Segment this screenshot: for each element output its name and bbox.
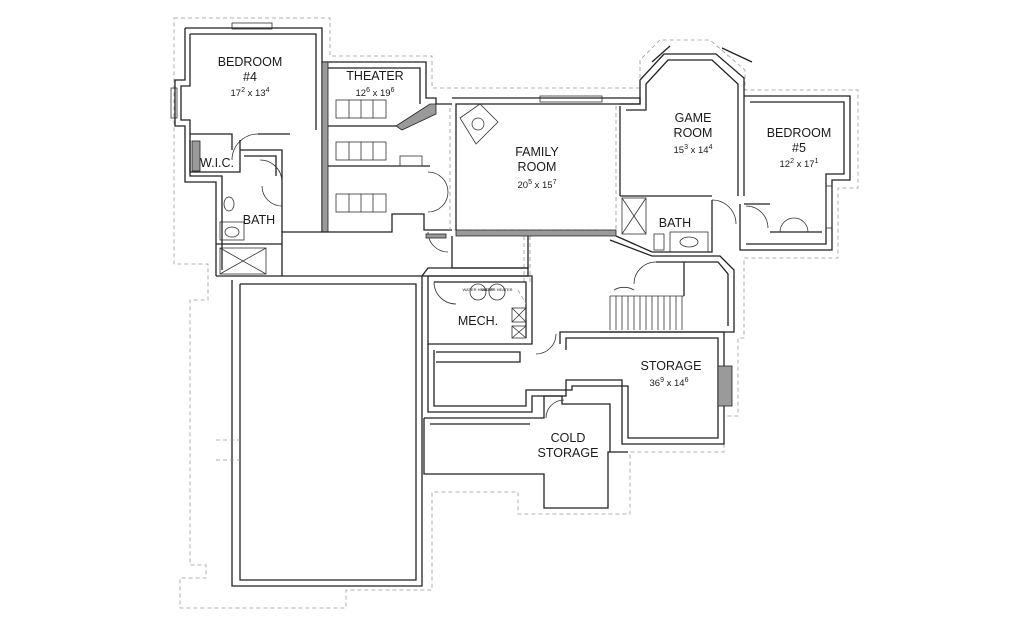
theater-seats-row-3: [335, 193, 387, 213]
vanity-left: [219, 221, 245, 241]
svg-text:WATER HEATER: WATER HEATER: [481, 287, 512, 292]
label-bedroom4: BEDROOM #4 172 x 134: [218, 55, 283, 99]
sink-left: [224, 226, 240, 238]
wic-wall-dark: [191, 140, 201, 172]
shower-right: [621, 197, 647, 235]
bath-right-walls: [615, 200, 713, 253]
bedroom4-west-wall-inner: [180, 34, 223, 270]
family-room-dim: 205 x 157: [518, 179, 557, 191]
game-bay-window-a: [651, 45, 671, 63]
bedroom4-dim: 172 x 134: [231, 87, 270, 99]
bedroom4-number: #4: [243, 70, 257, 84]
theater-door-b[interactable]: [427, 191, 449, 213]
bedroom4-window: [231, 22, 273, 30]
bath-right-door[interactable]: [711, 199, 737, 225]
bedroom5-closet-door-b[interactable]: [793, 217, 809, 233]
theater-seats-row-2: [335, 141, 387, 161]
game-room-dim: 153 x 144: [674, 144, 713, 156]
theater-dim: 126 x 196: [356, 87, 395, 99]
theater-seats-row-1: [335, 99, 387, 119]
theater-door-a[interactable]: [427, 171, 449, 193]
bedroom5-window: [825, 185, 833, 229]
theater-dark-wall: [321, 61, 329, 233]
mech-door-b[interactable]: [535, 333, 557, 355]
cold-storage-name-2: STORAGE: [538, 446, 599, 460]
cold-storage-walls: [423, 395, 628, 509]
cold-storage-door[interactable]: [545, 399, 565, 419]
storage-interior-box: [436, 351, 521, 363]
theater-step: [399, 155, 423, 167]
family-room-name-2: ROOM: [518, 160, 557, 174]
bedroom4-west-wall: [174, 28, 217, 276]
vanity-right: [669, 231, 709, 253]
label-bath-right: BATH: [659, 216, 691, 230]
furnace-1: [511, 307, 527, 323]
label-mech: MECH.: [458, 314, 498, 328]
foundation-outline: [173, 17, 859, 609]
storage-outer: [427, 331, 725, 445]
storage-dim: 369 x 146: [650, 377, 689, 389]
wic-wall: [189, 140, 241, 173]
furnace-2: [511, 325, 527, 339]
bath-left-wall-b: [244, 155, 277, 176]
toilet-left: [223, 196, 235, 212]
theater-south-wall: [322, 213, 452, 233]
exterior-wall-left-inner: [190, 33, 317, 130]
hall-wall: [451, 236, 529, 269]
label-theater: THEATER 126 x 196: [346, 69, 403, 99]
bath-left-door-arc[interactable]: [259, 159, 283, 183]
bedroom4-south-wall: [190, 133, 233, 150]
game-room-name: GAME: [675, 111, 712, 125]
family-fireplace: [459, 103, 499, 145]
storage-dark-wall: [717, 365, 733, 407]
bedroom5-dim: 122 x 171: [780, 158, 819, 170]
bedroom5-name: BEDROOM: [767, 126, 832, 140]
label-storage: STORAGE 369 x 146: [641, 359, 702, 389]
label-bedroom5: BEDROOM #5 122 x 171: [767, 126, 832, 170]
family-window: [539, 95, 603, 103]
bath-left-walls: [240, 149, 283, 232]
storage-name: STORAGE: [641, 359, 702, 373]
stair-walls: [600, 239, 735, 333]
bedroom5-number: #5: [792, 141, 806, 155]
theater-walls: [322, 61, 452, 105]
bedroom5-inner: [746, 101, 845, 245]
water-heater-1: WATER HEATER: [462, 283, 494, 301]
garage-walls: [231, 267, 529, 587]
game-room-walls: [620, 53, 745, 196]
label-family-room: FAMILY ROOM 205 x 157: [515, 145, 559, 191]
bedroom4-name: BEDROOM: [218, 55, 283, 69]
bath-left-door-arc-2[interactable]: [261, 185, 283, 207]
label-bath-left: BATH: [243, 213, 275, 227]
stair-treads: [609, 286, 684, 330]
garage-inner: [239, 283, 417, 581]
mech-door-a[interactable]: [433, 281, 457, 305]
family-room-name: FAMILY: [515, 145, 559, 159]
theater-screen: [395, 103, 437, 131]
label-game-room: GAME ROOM 153 x 144: [674, 111, 713, 156]
water-heater-2: WATER HEATER: [481, 283, 513, 301]
svg-text:WATER HEATER: WATER HEATER: [462, 287, 493, 292]
bedroom5-door[interactable]: [745, 205, 769, 229]
bedroom5-closet-door-a[interactable]: [779, 217, 795, 233]
bedroom4-side-window: [170, 87, 178, 119]
cold-storage-name: COLD: [551, 431, 586, 445]
game-room-name-2: ROOM: [674, 126, 713, 140]
storage-inner: [433, 337, 719, 439]
bedroom5-walls: [739, 95, 851, 251]
game-room-inner: [626, 59, 739, 196]
label-cold-storage: COLD STORAGE: [538, 431, 599, 460]
stair-door[interactable]: [633, 261, 657, 285]
sink-right: [679, 236, 699, 248]
hall-post: [425, 233, 447, 239]
theater-name: THEATER: [346, 69, 403, 83]
theater-inner-wall: [328, 67, 421, 104]
game-bay-window-b: [721, 47, 753, 63]
toilet-right: [653, 233, 665, 251]
stair-inner: [656, 261, 729, 326]
family-south-wall: [455, 229, 617, 237]
shower-left: [219, 247, 267, 275]
label-wic: W.I.C.: [200, 156, 234, 170]
